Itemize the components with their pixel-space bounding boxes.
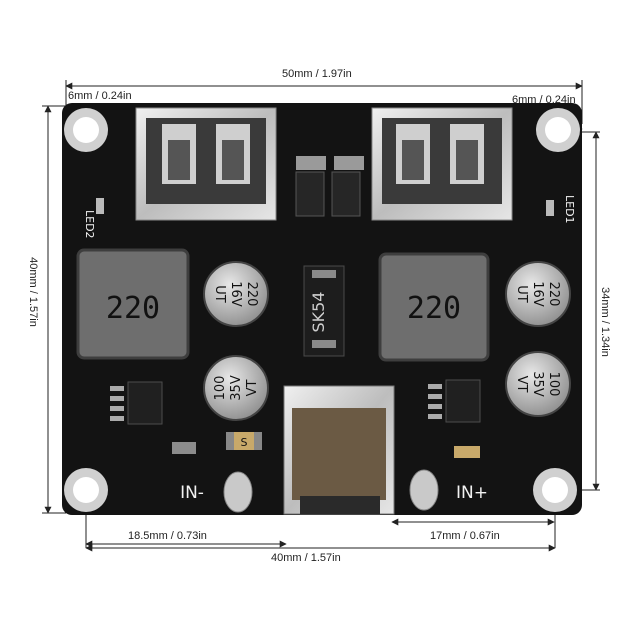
svg-text:100: 100 — [546, 372, 561, 397]
smd-resistor-right — [454, 446, 480, 458]
dim-bottom-left-offset: 18.5mm / 0.73in — [128, 530, 207, 542]
inductor-right-label: 220 — [407, 291, 461, 326]
in-minus-label: IN- — [180, 483, 204, 503]
smd-s-component: S — [226, 432, 262, 450]
led1 — [546, 200, 554, 216]
svg-text:VT: VT — [245, 380, 260, 397]
led1-label: LED1 — [563, 195, 576, 224]
capacitor-top-left: 220 16V UT — [203, 261, 269, 327]
usb-port-left — [135, 107, 277, 221]
capacitor-bottom-right: 100 35V VT — [505, 351, 571, 417]
smd-parts-top — [295, 156, 364, 217]
diode-sk54: SK54 — [303, 265, 345, 357]
dim-top-left-offset: 6mm / 0.24in — [68, 90, 132, 102]
inductor-right: 220 — [378, 252, 490, 362]
svg-text:220: 220 — [244, 282, 259, 307]
capacitor-bottom-left: 100 35V VT — [203, 355, 269, 421]
led2-label: LED2 — [83, 210, 96, 239]
svg-text:16V: 16V — [228, 281, 243, 307]
diode-label: SK54 — [309, 291, 328, 332]
svg-text:VT: VT — [514, 376, 529, 393]
inductor-left: 220 — [76, 248, 190, 360]
svg-text:S: S — [241, 436, 248, 449]
ic-left — [110, 381, 163, 425]
svg-text:100: 100 — [213, 376, 228, 401]
mounting-holes — [64, 108, 580, 512]
usb-c-connector — [283, 385, 395, 515]
svg-text:35V: 35V — [530, 371, 545, 397]
in-plus-label: IN+ — [456, 483, 488, 503]
svg-text:16V: 16V — [530, 281, 545, 307]
dim-top-width: 50mm / 1.97in — [282, 68, 352, 80]
led2 — [96, 198, 104, 214]
svg-text:UT: UT — [212, 285, 227, 303]
smd-resistor-left — [172, 442, 196, 454]
dim-bottom-right-offset: 17mm / 0.67in — [430, 530, 500, 542]
ic-right — [428, 379, 481, 423]
svg-text:220: 220 — [546, 282, 561, 307]
dim-bottom-width: 40mm / 1.57in — [271, 552, 341, 564]
svg-text:UT: UT — [514, 285, 529, 303]
capacitor-top-right: 220 16V UT — [505, 261, 571, 327]
input-pads — [223, 469, 439, 513]
usb-port-right — [371, 107, 513, 221]
inductor-left-label: 220 — [106, 291, 160, 326]
svg-text:35V: 35V — [229, 375, 244, 401]
